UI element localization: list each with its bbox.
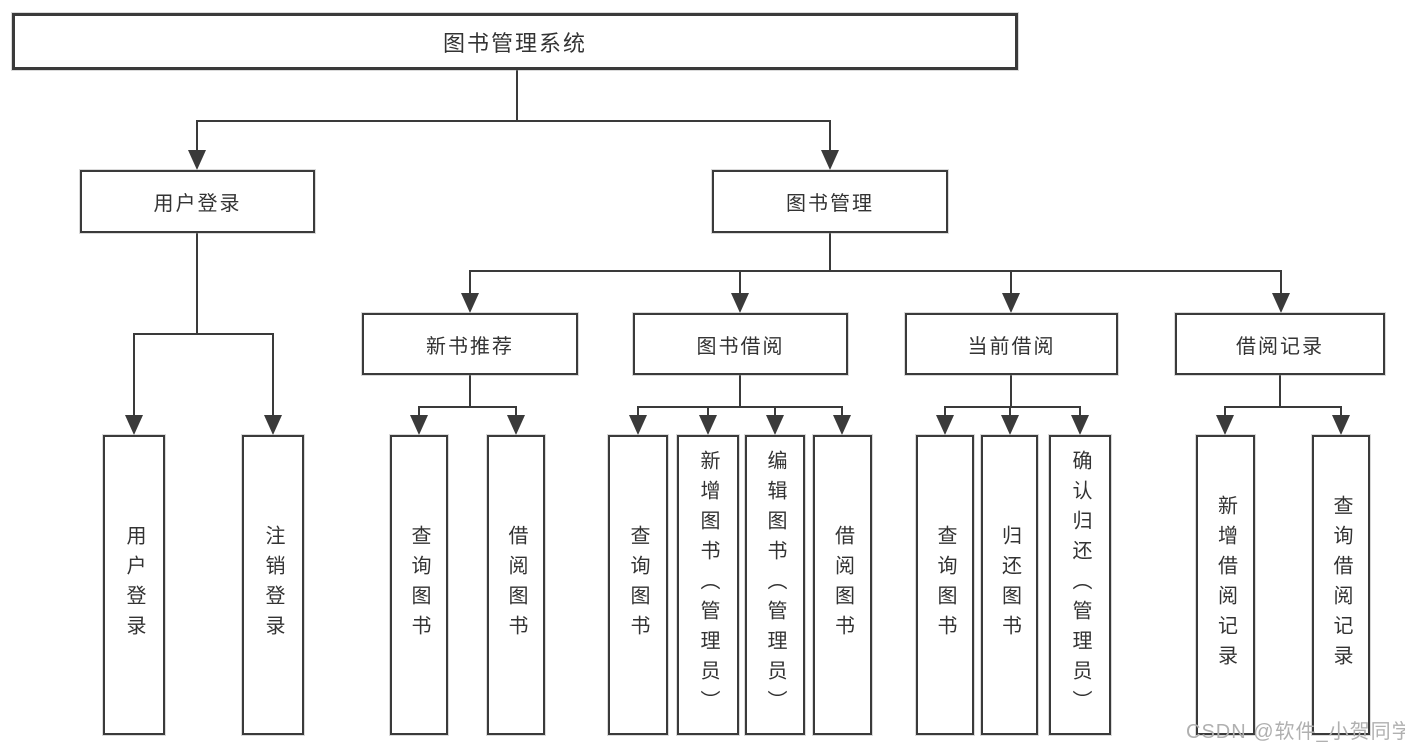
connector-line xyxy=(469,270,471,296)
connector-line xyxy=(418,406,420,417)
node-user-login: 用户登录 xyxy=(80,170,315,233)
node-borrowing-records: 借阅记录 xyxy=(1175,313,1385,375)
connector-line xyxy=(516,70,518,120)
arrow-down-icon xyxy=(1332,415,1350,435)
connector-line xyxy=(774,406,776,417)
connector-line xyxy=(707,406,709,417)
connector-line xyxy=(841,406,843,417)
connector-line xyxy=(1279,375,1281,406)
watermark: CSDN @软件_小贺同学 xyxy=(1186,721,1405,743)
node-book-management: 图书管理 xyxy=(712,170,948,233)
connector-line xyxy=(133,333,274,335)
arrow-down-icon xyxy=(461,293,479,313)
node-new-book-recommendation: 新书推荐 xyxy=(362,313,578,375)
connector-line xyxy=(469,270,1282,272)
arrow-down-icon xyxy=(821,150,839,170)
connector-line xyxy=(739,270,741,296)
leaf-logout: 注销登录 xyxy=(242,435,304,735)
connector-line xyxy=(1009,406,1011,417)
connector-line xyxy=(739,375,741,406)
node-book-borrowing: 图书借阅 xyxy=(633,313,848,375)
arrow-down-icon xyxy=(731,293,749,313)
arrow-down-icon xyxy=(188,150,206,170)
leaf-query-books-borrowing: 查询图书 xyxy=(608,435,668,735)
arrow-down-icon xyxy=(833,415,851,435)
connector-line xyxy=(829,233,831,270)
connector-line xyxy=(196,233,198,333)
connector-line xyxy=(1010,375,1012,406)
connector-line xyxy=(944,406,946,417)
connector-line xyxy=(944,406,1081,408)
connector-line xyxy=(1010,270,1012,296)
connector-line xyxy=(515,406,517,417)
leaf-add-books-admin: 新增图书（管理员） xyxy=(677,435,739,735)
node-current-borrowing: 当前借阅 xyxy=(905,313,1118,375)
connector-line xyxy=(1224,406,1226,417)
connector-line xyxy=(418,406,517,408)
connector-line xyxy=(1224,406,1342,408)
leaf-return-books: 归还图书 xyxy=(981,435,1038,735)
arrow-down-icon xyxy=(1071,415,1089,435)
connector-line xyxy=(1280,270,1282,296)
arrow-down-icon xyxy=(766,415,784,435)
connector-line xyxy=(196,120,198,153)
arrow-down-icon xyxy=(1272,293,1290,313)
connector-line xyxy=(133,333,135,417)
arrow-down-icon xyxy=(1001,415,1019,435)
leaf-query-borrowing-record: 查询借阅记录 xyxy=(1312,435,1370,735)
connector-line xyxy=(272,333,274,417)
arrow-down-icon xyxy=(264,415,282,435)
leaf-user-login: 用户登录 xyxy=(103,435,165,735)
arrow-down-icon xyxy=(936,415,954,435)
leaf-query-books-current: 查询图书 xyxy=(916,435,974,735)
arrow-down-icon xyxy=(507,415,525,435)
arrow-down-icon xyxy=(410,415,428,435)
leaf-edit-books-admin: 编辑图书（管理员） xyxy=(745,435,805,735)
connector-line xyxy=(196,120,831,122)
leaf-query-books-recommend: 查询图书 xyxy=(390,435,448,735)
connector-line xyxy=(637,406,639,417)
connector-line xyxy=(1079,406,1081,417)
leaf-borrow-books: 借阅图书 xyxy=(813,435,872,735)
arrow-down-icon xyxy=(1002,293,1020,313)
connector-line xyxy=(469,375,471,406)
arrow-down-icon xyxy=(1216,415,1234,435)
leaf-borrow-books-recommend: 借阅图书 xyxy=(487,435,545,735)
leaf-add-borrowing-record: 新增借阅记录 xyxy=(1196,435,1255,735)
node-library-management-system: 图书管理系统 xyxy=(12,13,1018,70)
leaf-confirm-return-admin: 确认归还（管理员） xyxy=(1049,435,1111,735)
arrow-down-icon xyxy=(629,415,647,435)
arrow-down-icon xyxy=(125,415,143,435)
connector-line xyxy=(829,120,831,153)
arrow-down-icon xyxy=(699,415,717,435)
connector-line xyxy=(637,406,843,408)
connector-line xyxy=(1340,406,1342,417)
